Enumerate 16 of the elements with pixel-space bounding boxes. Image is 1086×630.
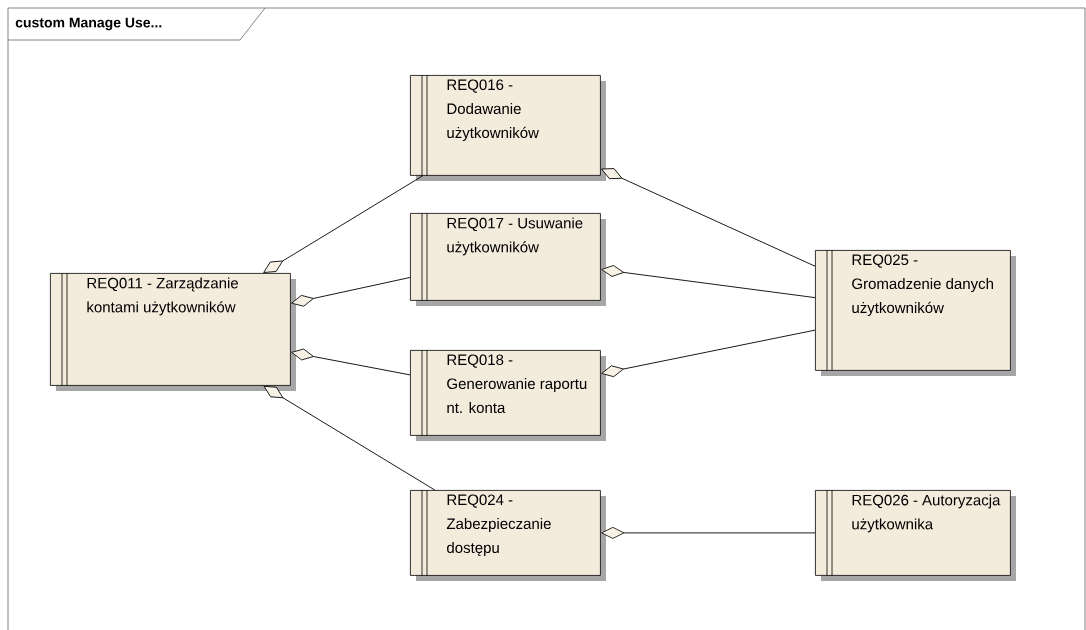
aggregation-connector <box>291 348 411 376</box>
requirement-box: REQ026 - Autoryzacja użytkownika <box>815 489 1016 581</box>
requirement-box: REQ011 - Zarządzanie kontami użytkowników <box>50 272 296 391</box>
requirement-box: REQ018 - Generowanie raportu nt. konta <box>410 349 606 441</box>
frame-title-tab: custom Manage Use... <box>7 7 266 41</box>
aggregation-connector <box>263 385 436 491</box>
requirement-box: REQ025 - Gromadzenie danych użytkowników <box>815 249 1016 376</box>
aggregation-connector <box>601 168 816 267</box>
aggregation-connector <box>601 526 816 539</box>
aggregation-connector <box>291 277 411 307</box>
aggregation-connector <box>263 175 424 273</box>
requirement-box: REQ017 - Usuwanie użytkowników <box>410 212 606 306</box>
requirement-box: REQ016 - Dodawanie użytkowników <box>410 74 606 181</box>
aggregation-connector <box>601 329 816 378</box>
aggregation-connector <box>601 265 816 299</box>
requirement-box: REQ024 - Zabezpieczanie dostępu <box>410 489 606 581</box>
